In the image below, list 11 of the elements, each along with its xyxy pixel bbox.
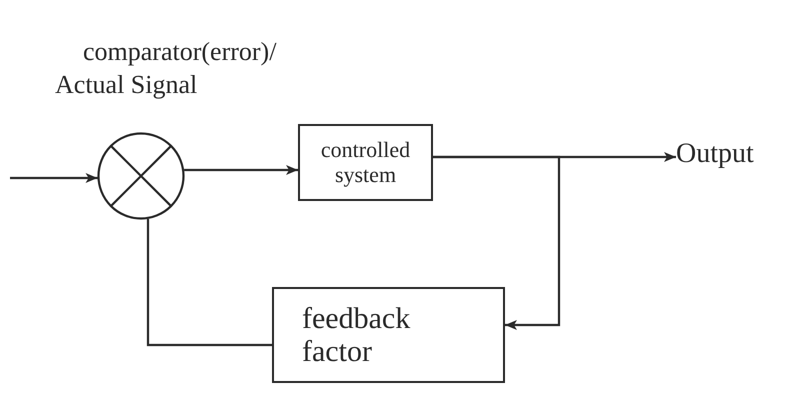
annotation-label: comparator(error)/ Actual Signal [55, 36, 278, 101]
process-box [298, 124, 433, 201]
block-label: controlled system [320, 138, 412, 187]
output-label: Output [676, 137, 760, 173]
arrow [10, 173, 98, 183]
block-label: feedback factor [302, 302, 412, 368]
connector-line [146, 218, 272, 346]
arrow [184, 165, 298, 175]
feedback-box [272, 287, 505, 383]
comparator-circle [97, 132, 185, 220]
arrow [433, 156, 560, 330]
